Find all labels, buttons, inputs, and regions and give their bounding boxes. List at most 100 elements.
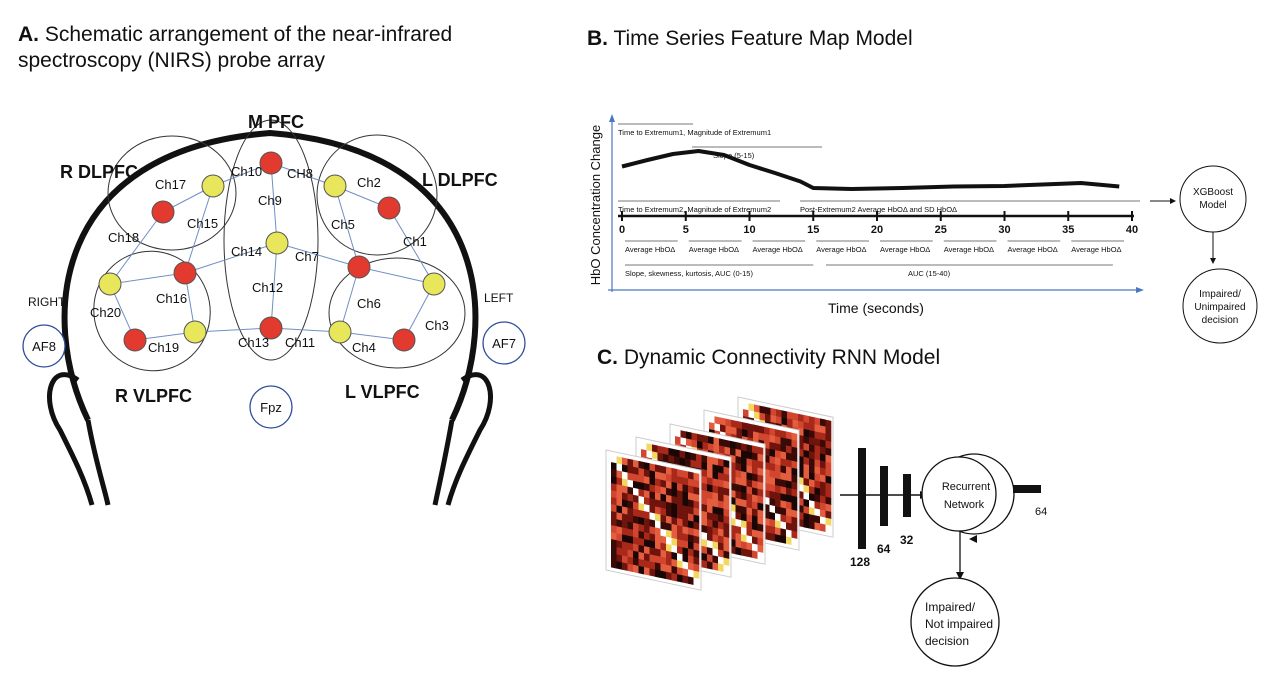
matrix-cell [725, 467, 732, 477]
matrix-cell [638, 474, 645, 484]
matrix-cell [775, 443, 781, 452]
arrow-head [1170, 198, 1176, 204]
matrix-cell [770, 512, 777, 522]
matrix-cell [685, 521, 691, 530]
matrix-cell [787, 474, 793, 483]
matrix-cell [718, 500, 724, 509]
matrix-cell [741, 485, 747, 494]
matrix-cell [759, 419, 766, 429]
matrix-cell [724, 530, 731, 540]
landmark-label: AF7 [492, 336, 516, 351]
matrix-cell [712, 485, 719, 494]
matrix-cell [702, 518, 709, 528]
matrix-cell [702, 455, 709, 465]
matrix-cell [668, 489, 675, 499]
matrix-cell [644, 511, 650, 520]
matrix-cell [725, 523, 732, 533]
matrix-cell [724, 460, 731, 470]
matrix-cell [696, 537, 702, 547]
matrix-cell [693, 528, 700, 538]
matrix-cell [769, 504, 776, 514]
region-label: M PFC [248, 112, 304, 132]
matrix-cell [652, 535, 658, 544]
channel-label: Ch15 [187, 216, 218, 231]
matrix-cell [770, 456, 777, 466]
matrix-cell [731, 468, 737, 478]
matrix-cell [776, 416, 782, 425]
matrix-cell [759, 433, 766, 443]
matrix-cell [685, 556, 691, 565]
matrix-cell [764, 524, 770, 534]
matrix-cell [679, 499, 686, 508]
matrix-cell [787, 488, 793, 497]
matrix-cell [746, 451, 753, 460]
matrix-cell [764, 447, 770, 457]
matrix-cell [712, 562, 719, 571]
matrix-cell [646, 457, 653, 466]
matrix-cell [685, 486, 691, 495]
matrix-cell [712, 527, 719, 536]
matrix-cell [731, 454, 737, 464]
matrix-cell [666, 536, 672, 546]
matrix-cell [638, 481, 645, 491]
rnn-label: Recurrent [942, 481, 990, 493]
matrix-cell [780, 437, 787, 446]
matrix-cell [675, 478, 681, 487]
matrix-cell [646, 492, 653, 501]
window-label: Average HbOΔ [1071, 245, 1121, 254]
matrix-cell [719, 508, 725, 517]
matrix-cell [754, 495, 760, 504]
matrix-cell [693, 479, 700, 489]
matrix-cell [752, 487, 758, 496]
matrix-cell [748, 494, 755, 503]
matrix-cell [666, 543, 672, 553]
matrix-cell [671, 558, 678, 568]
matrix-cell [798, 455, 804, 465]
matrix-cell [730, 531, 736, 541]
matrix-cell [693, 507, 700, 517]
matrix-cell [627, 479, 634, 489]
matrix-cell [814, 466, 821, 475]
matrix-cell [649, 512, 656, 521]
matrix-cell [724, 446, 731, 456]
decision-label: Unimpaired [1194, 302, 1245, 313]
matrix-cell [674, 540, 680, 549]
matrix-cell [809, 472, 815, 481]
matrix-cell [679, 520, 686, 529]
matrix-cell [723, 543, 730, 553]
matrix-cell [753, 452, 759, 461]
matrix-cell [770, 421, 777, 431]
matrix-cell [622, 485, 628, 494]
matrix-cell [682, 477, 689, 486]
matrix-cell [691, 488, 698, 498]
matrix-cell [775, 471, 781, 480]
matrix-cell [657, 543, 664, 553]
matrix-cell [786, 438, 792, 447]
matrix-cell [627, 458, 634, 468]
matrix-cell [707, 463, 713, 472]
matrix-cell [742, 422, 748, 431]
arrow-head [956, 572, 964, 580]
matrix-cell [758, 425, 765, 435]
matrix-cell [757, 523, 764, 533]
matrix-cell [671, 530, 678, 540]
matrix-cell [663, 453, 669, 463]
matrix-cell [691, 537, 698, 547]
matrix-cell [780, 535, 787, 544]
matrix-cell [649, 568, 656, 577]
matrix-cell [741, 506, 747, 515]
matrix-cell [754, 488, 760, 497]
matrix-cell [736, 427, 743, 437]
matrix-cell [707, 498, 713, 507]
matrix-cell [693, 542, 700, 552]
matrix-cell [769, 483, 776, 493]
matrix-cell [663, 551, 669, 561]
matrix-cell [743, 416, 749, 425]
matrix-cell [792, 440, 799, 450]
matrix-cell [696, 544, 702, 554]
matrix-cell [671, 502, 678, 512]
matrix-cell [671, 495, 678, 505]
matrix-cell [775, 513, 781, 522]
matrix-cell [820, 467, 826, 476]
matrix-cell [690, 480, 697, 490]
